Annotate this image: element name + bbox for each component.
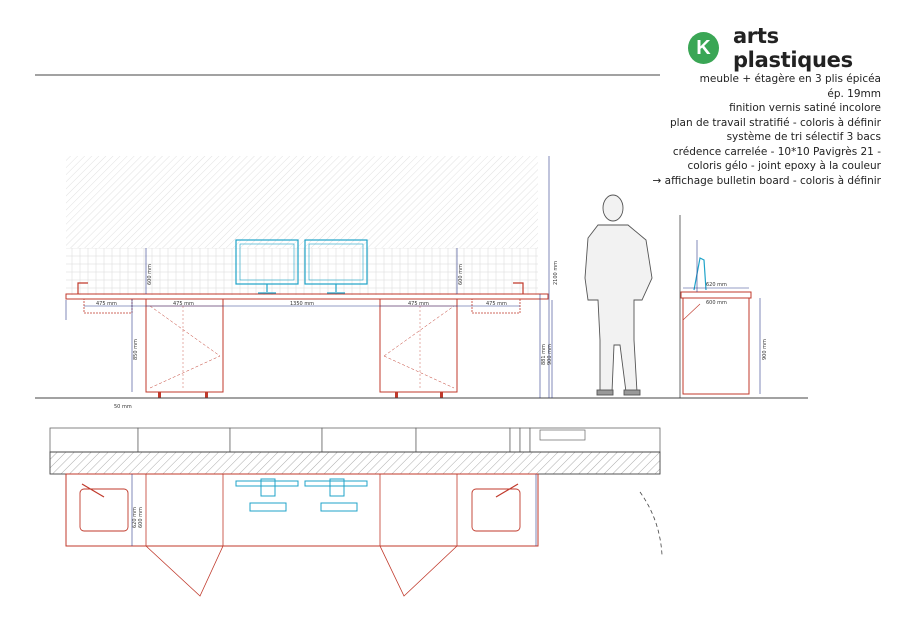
dim-cabinet-right: 475 mm xyxy=(408,301,429,307)
front-elevation: 475 mm 475 mm 1350 mm 475 mm 475 mm 600 … xyxy=(35,156,664,410)
cabinet-left xyxy=(145,298,224,393)
spec-line: ép. 19mm xyxy=(827,87,881,100)
plan-sink-right xyxy=(471,488,521,532)
side-section: 620 mm 600 mm 900 mm xyxy=(664,215,808,399)
dim-splash-left: 600 mm xyxy=(147,264,153,285)
plan-wall xyxy=(49,451,661,475)
cabinet-right xyxy=(379,298,458,393)
dim-total-height: 2100 mm xyxy=(553,261,559,285)
spec-line: finition vernis satiné incolore xyxy=(729,102,881,114)
spec-line: coloris gélo - joint epoxy à la couleur xyxy=(687,160,881,172)
spec-line: système de tri sélectif 3 bacs xyxy=(726,131,881,143)
dim-sink-left: 475 mm xyxy=(96,301,117,307)
monitor-left xyxy=(235,239,299,294)
tile-backsplash xyxy=(66,248,538,295)
title-block: K arts plastiques xyxy=(688,24,900,72)
section-badge: K xyxy=(688,32,719,64)
spec-line: crédence carrelée - 10*10 Pavigrès 21 - xyxy=(672,145,881,158)
door-arc xyxy=(639,491,663,556)
dim-plan-depth-b: 600 mm xyxy=(138,507,144,528)
countertop xyxy=(65,293,549,300)
bulletin-board xyxy=(66,156,538,248)
dim-plinth: 50 mm xyxy=(114,404,132,410)
side-countertop xyxy=(680,291,752,299)
dim-plan-depth-a: 620 mm xyxy=(132,507,138,528)
dim-cabinet-height: 850 mm xyxy=(133,339,139,360)
dim-cabinet-left: 475 mm xyxy=(173,301,194,307)
door-swing-right xyxy=(379,545,458,597)
human-figure xyxy=(584,194,653,396)
faucet-right xyxy=(513,282,524,294)
page-title: arts plastiques xyxy=(732,24,853,72)
dim-central-span: 1350 mm xyxy=(290,301,314,307)
plan-view: 620 mm 600 mm xyxy=(49,427,663,597)
plan-sink-left xyxy=(79,488,129,532)
plan-workstations xyxy=(235,478,368,512)
spec-line: plan de travail stratifié - coloris à dé… xyxy=(669,116,881,129)
dim-counter-b: 900 mm xyxy=(547,344,553,365)
dim-side-top: 620 mm xyxy=(706,282,727,288)
spec-line: meuble + étagère en 3 plis épicéa xyxy=(699,73,881,85)
side-monitor xyxy=(693,257,707,291)
dim-splash-right: 600 mm xyxy=(458,264,464,285)
faucet-left xyxy=(77,282,88,294)
side-cabinet xyxy=(682,297,750,395)
door-swing-left xyxy=(145,545,224,597)
monitor-right xyxy=(304,239,368,294)
dim-side-base: 600 mm xyxy=(706,300,727,306)
plan-counter xyxy=(65,473,539,547)
spec-line: → affichage bulletin board - coloris à d… xyxy=(652,174,881,187)
dim-side-height: 900 mm xyxy=(762,339,768,360)
dim-sink-right: 475 mm xyxy=(486,301,507,307)
spec-list: meuble + étagère en 3 plis épicéa ép. 19… xyxy=(653,72,881,188)
dim-counter-a: 881 mm xyxy=(541,344,547,365)
